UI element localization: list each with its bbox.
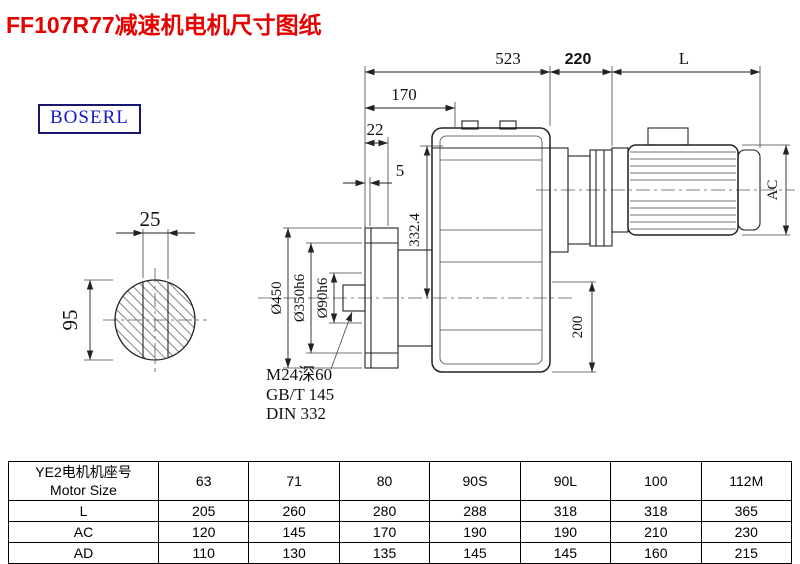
motor — [611, 127, 761, 236]
page-title: FF107R77减速机电机尺寸图纸 — [6, 12, 322, 38]
table-cell: 210 — [610, 521, 702, 543]
table-cell: 318 — [610, 500, 702, 522]
table-cell: 145 — [248, 521, 340, 543]
dim-25-label: 25 — [140, 207, 161, 231]
table-cell: 190 — [519, 521, 612, 543]
dim-shaft-dia-label: Ø90h6 — [315, 277, 331, 318]
col-header: 112M — [700, 461, 793, 501]
dim-170-label: 170 — [391, 85, 417, 104]
dim-523-label: 523 — [495, 49, 521, 68]
row-header-L: L — [8, 500, 159, 522]
dim-ac-label: AC — [765, 180, 781, 201]
motor-fins — [630, 151, 736, 230]
dim-95-label: 95 — [58, 310, 82, 331]
shaft-end-view — [114, 279, 196, 361]
col-header: 90S — [429, 461, 521, 501]
col-header: 80 — [338, 461, 431, 501]
motor-size-table: YE2电机机座号 Motor Size 63 71 80 90S 90L 100… — [8, 461, 793, 564]
dim-200-label: 200 — [570, 316, 586, 339]
note-standard-din: DIN 332 — [266, 404, 326, 423]
brand-logo-text: BOSERL — [50, 107, 129, 128]
dim-L-label: L — [679, 49, 689, 68]
dim-5-label: 5 — [396, 161, 405, 180]
brand-logo-box: BOSERL — [38, 104, 141, 134]
table-cell: 170 — [338, 521, 431, 543]
technical-drawing: 25 95 — [58, 49, 795, 423]
table-corner-line2: Motor Size — [50, 482, 117, 498]
table-cell: 145 — [519, 542, 612, 564]
table-cell: 145 — [429, 542, 521, 564]
table-cell: 205 — [157, 500, 250, 522]
dim-height-332: 332.4 — [407, 145, 443, 298]
col-header: 100 — [610, 461, 702, 501]
dim-spigot-dia-label: Ø350h6 — [292, 273, 308, 322]
table-cell: 280 — [338, 500, 431, 522]
table-cell: 190 — [429, 521, 521, 543]
table-corner-header: YE2电机机座号 Motor Size — [8, 461, 159, 501]
dim-flange-dia-label: Ø450 — [269, 281, 285, 314]
dim-shaft-diameter-view: 95 — [58, 279, 113, 361]
motor-adapter — [549, 147, 613, 253]
dim-base-200: 200 — [552, 281, 596, 373]
table-cell: 130 — [248, 542, 340, 564]
gearbox-housing — [431, 120, 551, 373]
fan-cowl — [737, 149, 761, 231]
dim-top-chain: 523 220 L — [364, 49, 761, 228]
table-header-row: YE2电机机座号 Motor Size 63 71 80 90S 90L 100… — [8, 461, 793, 501]
col-header: 63 — [157, 461, 250, 501]
dim-332-label: 332.4 — [407, 213, 423, 247]
table-cell: 365 — [700, 500, 793, 522]
table-cell: 230 — [700, 521, 793, 543]
motor-size-table-wrap: YE2电机机座号 Motor Size 63 71 80 90S 90L 100… — [8, 461, 793, 564]
dim-left-steps: 170 22 5 — [343, 85, 456, 226]
col-header: 71 — [248, 461, 340, 501]
col-header: 90L — [519, 461, 612, 501]
terminal-box — [647, 127, 689, 146]
shaft-hole-note: M24深60 GB/T 145 DIN 332 — [266, 311, 353, 423]
table-row-AC: AC 120 145 170 190 190 210 230 — [8, 521, 793, 543]
table-corner-line1: YE2电机机座号 — [35, 464, 132, 480]
note-standard-gb: GB/T 145 — [266, 385, 334, 404]
dim-220-label: 220 — [565, 51, 592, 68]
dim-22-label: 22 — [367, 120, 384, 139]
row-header-AD: AD — [8, 542, 159, 564]
table-cell: 120 — [157, 521, 250, 543]
row-header-AC: AC — [8, 521, 159, 543]
dim-motor-ac: AC — [742, 144, 790, 236]
table-cell: 110 — [157, 542, 250, 564]
table-cell: 160 — [610, 542, 702, 564]
centerlines — [103, 189, 795, 372]
table-cell: 318 — [519, 500, 612, 522]
table-cell: 135 — [338, 542, 431, 564]
dim-flange-diameters: Ø450 Ø350h6 Ø90h6 — [269, 227, 362, 369]
table-cell: 260 — [248, 500, 340, 522]
table-row-L: L 205 260 280 288 318 318 365 — [8, 500, 793, 522]
table-row-AD: AD 110 130 135 145 145 160 215 — [8, 542, 793, 564]
table-cell: 215 — [700, 542, 793, 564]
dim-key-width: 25 — [116, 207, 195, 279]
table-cell: 288 — [429, 500, 521, 522]
note-thread: M24深60 — [266, 365, 332, 384]
